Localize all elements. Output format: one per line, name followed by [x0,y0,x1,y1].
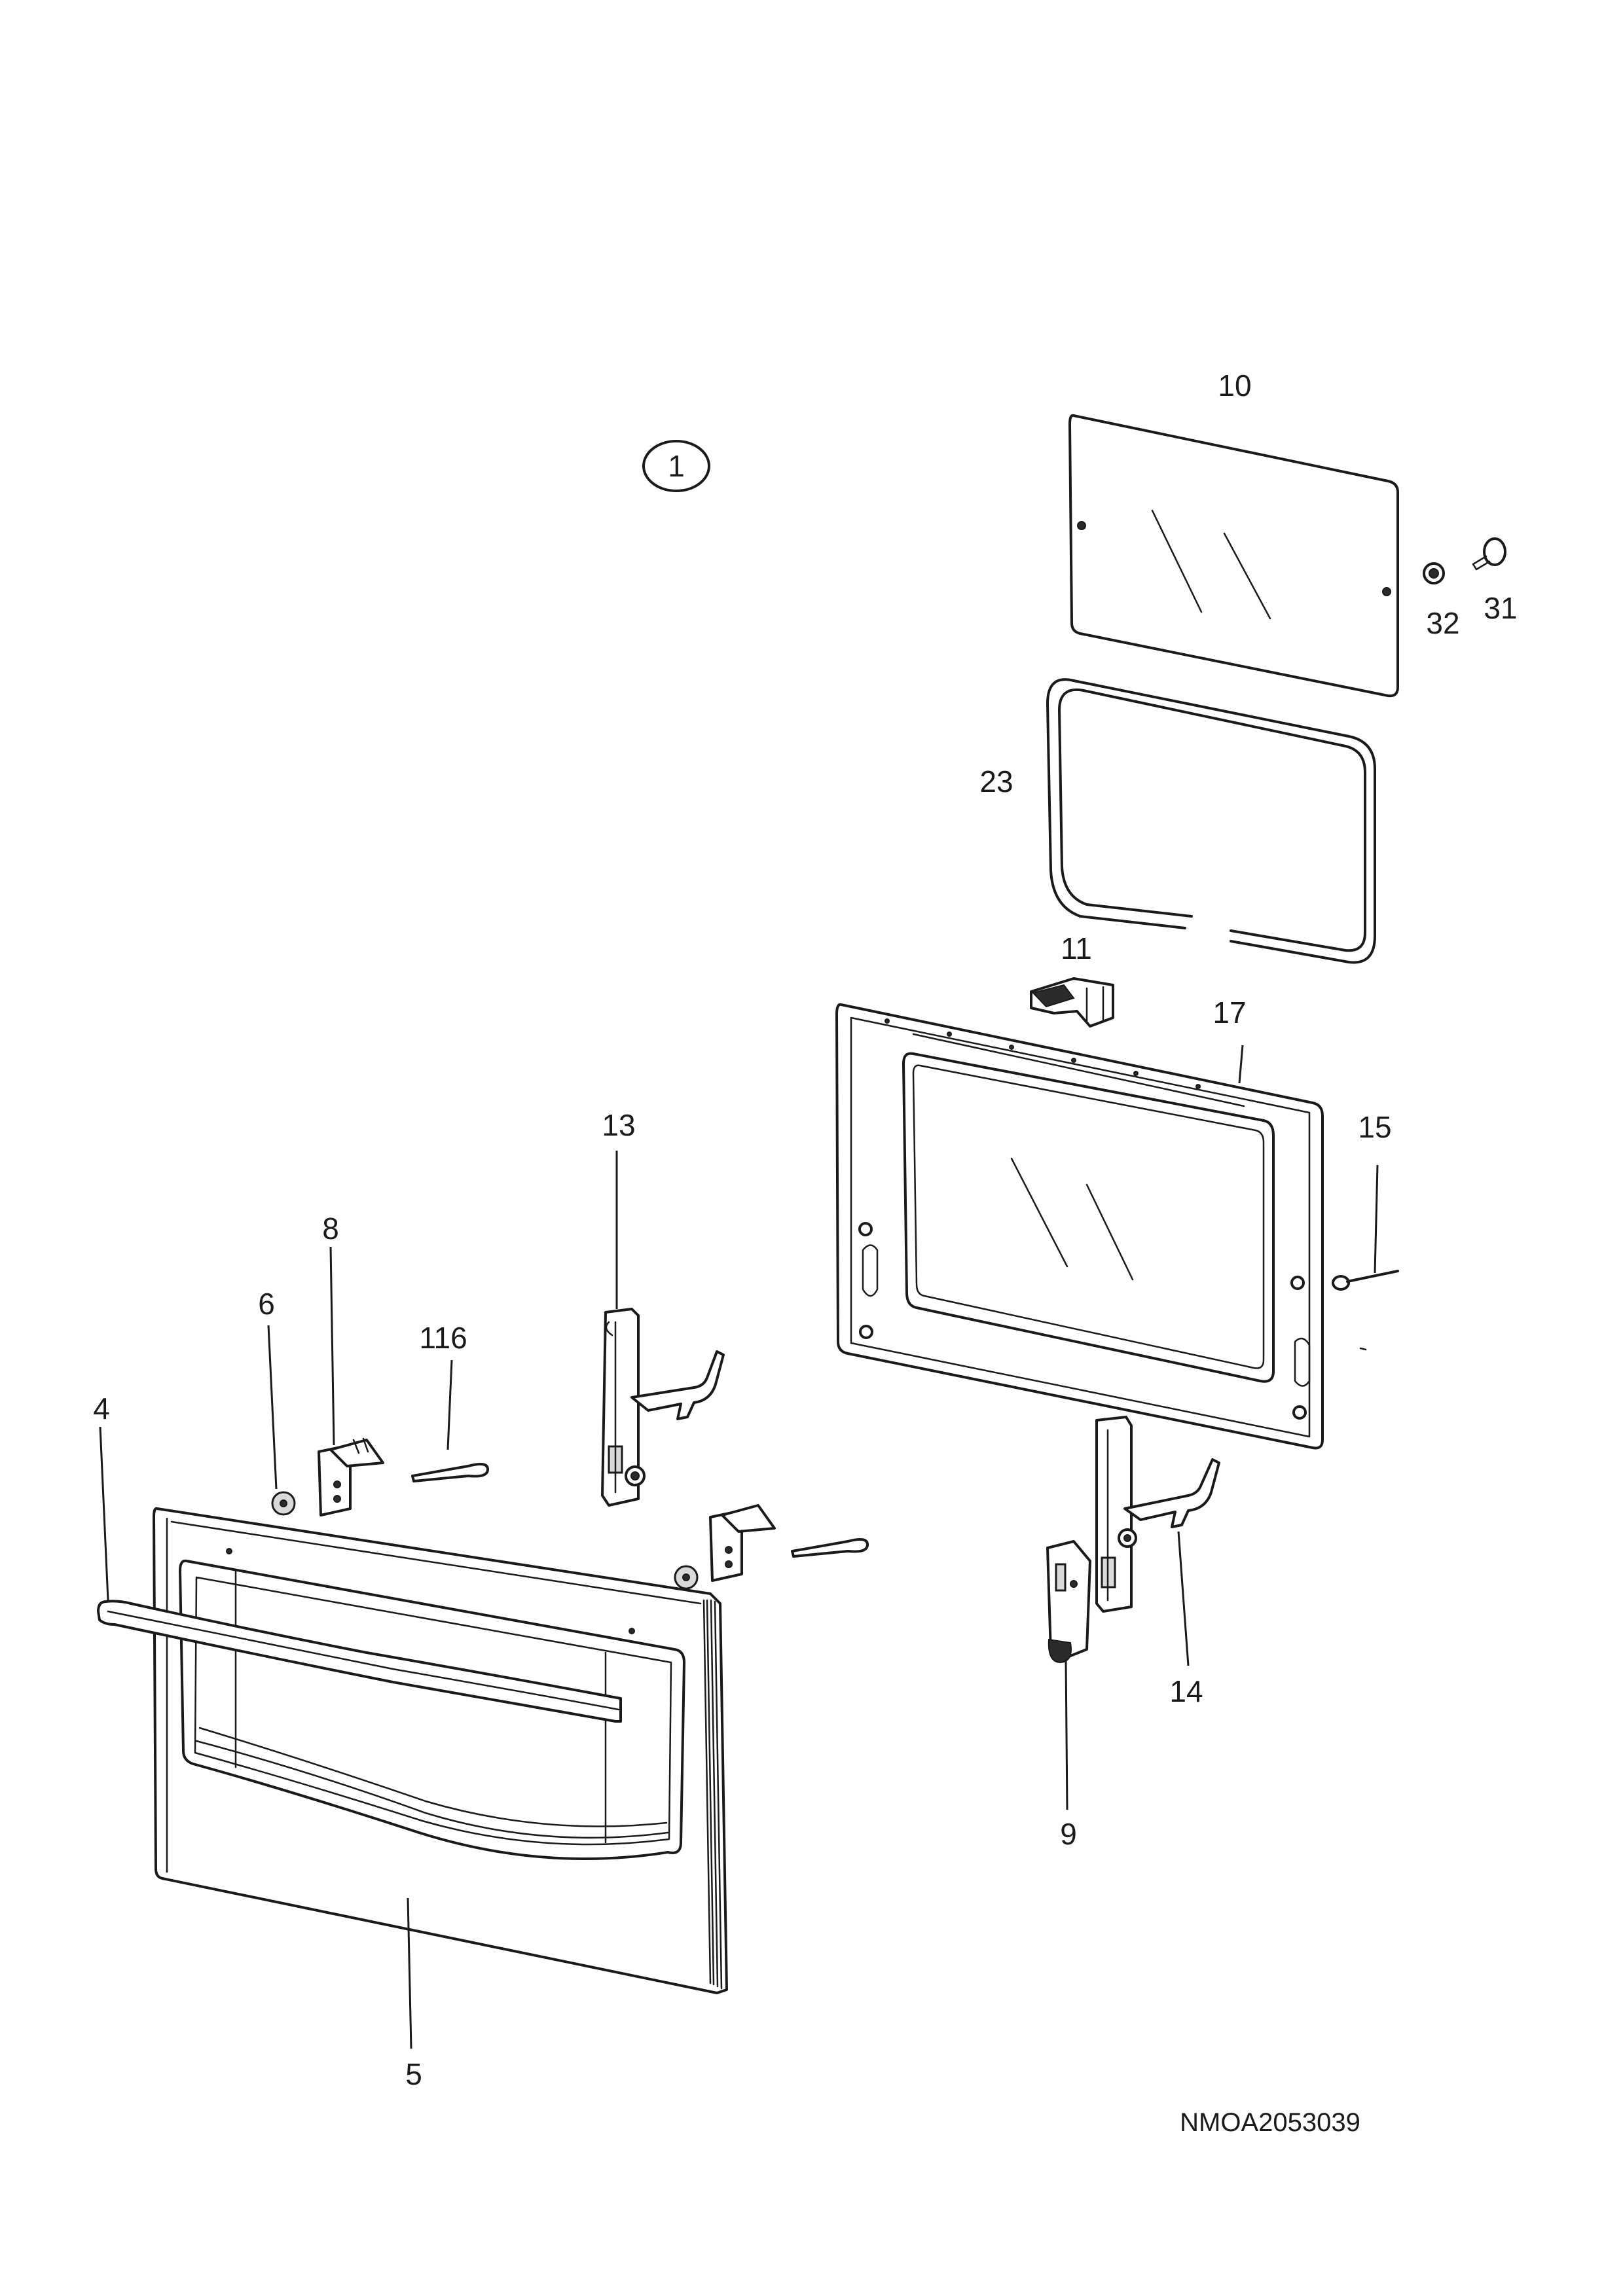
part-14-hinge-right [1095,1416,1220,1613]
drawing-code: NMOA2053039 [1180,2108,1360,2137]
leader-lines [99,1045,1379,2049]
part-31-screw [1472,537,1506,571]
part-23-seal [1046,678,1376,964]
label-part-32: 32 [1426,606,1459,640]
label-part-17: 17 [1213,996,1246,1030]
part-17-inner-frame [835,1003,1324,1450]
part-5-outer-door [153,1507,728,1994]
part-32-washer [1423,562,1445,584]
part-116-pin-2 [791,1537,869,1558]
label-part-8: 8 [322,1211,339,1246]
part-15-pin [1332,1270,1399,1351]
label-part-10: 10 [1218,368,1251,403]
part-9-catch [1046,1540,1091,1664]
label-part-4: 4 [93,1391,110,1426]
label-part-15: 15 [1358,1110,1391,1144]
part-4-handle [97,1600,622,1723]
assembly-number: 1 [668,449,685,483]
part-8-hinge-bracket-2 [709,1504,776,1582]
label-part-11: 11 [1061,931,1092,965]
part-11-clip [1030,977,1114,1028]
part-8-hinge-bracket [318,1437,384,1516]
label-part-31: 31 [1484,591,1517,625]
label-part-14: 14 [1169,1674,1203,1708]
part-13-hinge-left [601,1308,725,1507]
label-part-13: 13 [602,1108,635,1142]
assembly-number-marker: 1 [642,440,710,492]
part-116-pin [411,1462,489,1482]
part-6-washer [271,1491,296,1516]
label-part-116: 116 [419,1321,467,1355]
label-part-23: 23 [979,764,1013,798]
label-part-6: 6 [258,1287,275,1321]
label-part-9: 9 [1060,1817,1077,1851]
part-10-inner-glass [1068,414,1399,698]
part-6-washer-2 [674,1565,699,1590]
label-part-5: 5 [405,2057,422,2091]
